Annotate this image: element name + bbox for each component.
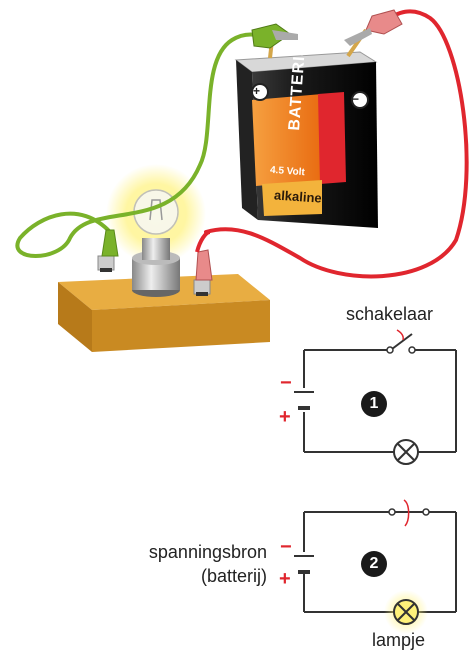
plus-sign-1: +	[279, 406, 291, 428]
voltage-source-label-line1: spanningsbron	[148, 542, 267, 562]
switch-symbol-2	[388, 499, 430, 527]
battery-symbol-2	[294, 555, 314, 574]
minus-sign-2: −	[280, 536, 292, 558]
plus-sign-2: +	[279, 568, 291, 590]
minus-sign-1: −	[280, 372, 292, 394]
lamp-symbol-1	[393, 439, 419, 465]
green-clip	[251, 23, 298, 49]
diagram-number-1: 1	[361, 391, 387, 417]
battery-type-label: alkaline	[273, 187, 323, 206]
battery	[234, 28, 378, 228]
red-plug	[193, 230, 213, 296]
battery-minus-terminal: −	[352, 92, 360, 106]
green-plug	[97, 229, 119, 272]
switch-symbol-1	[386, 329, 416, 354]
red-clip	[344, 9, 403, 46]
diagram-number-2: 2	[361, 551, 387, 577]
switch-label: schakelaar	[346, 304, 434, 324]
lamp-label: lampje	[372, 630, 426, 650]
voltage-source-label-line2: (batterij)	[200, 566, 267, 586]
battery-symbol-1	[294, 391, 314, 410]
schematic-1	[303, 349, 457, 453]
battery-voltage-label: 4.5 Volt	[269, 164, 306, 179]
red-wire	[204, 9, 469, 279]
voltage-source-label: spanningsbron (batterij)	[149, 540, 267, 588]
lamp-symbol-2	[393, 599, 419, 625]
green-wire	[15, 32, 264, 258]
schematic-2	[303, 511, 457, 613]
lamp-socket	[132, 238, 180, 297]
battery-plus-terminal: +	[253, 84, 261, 98]
